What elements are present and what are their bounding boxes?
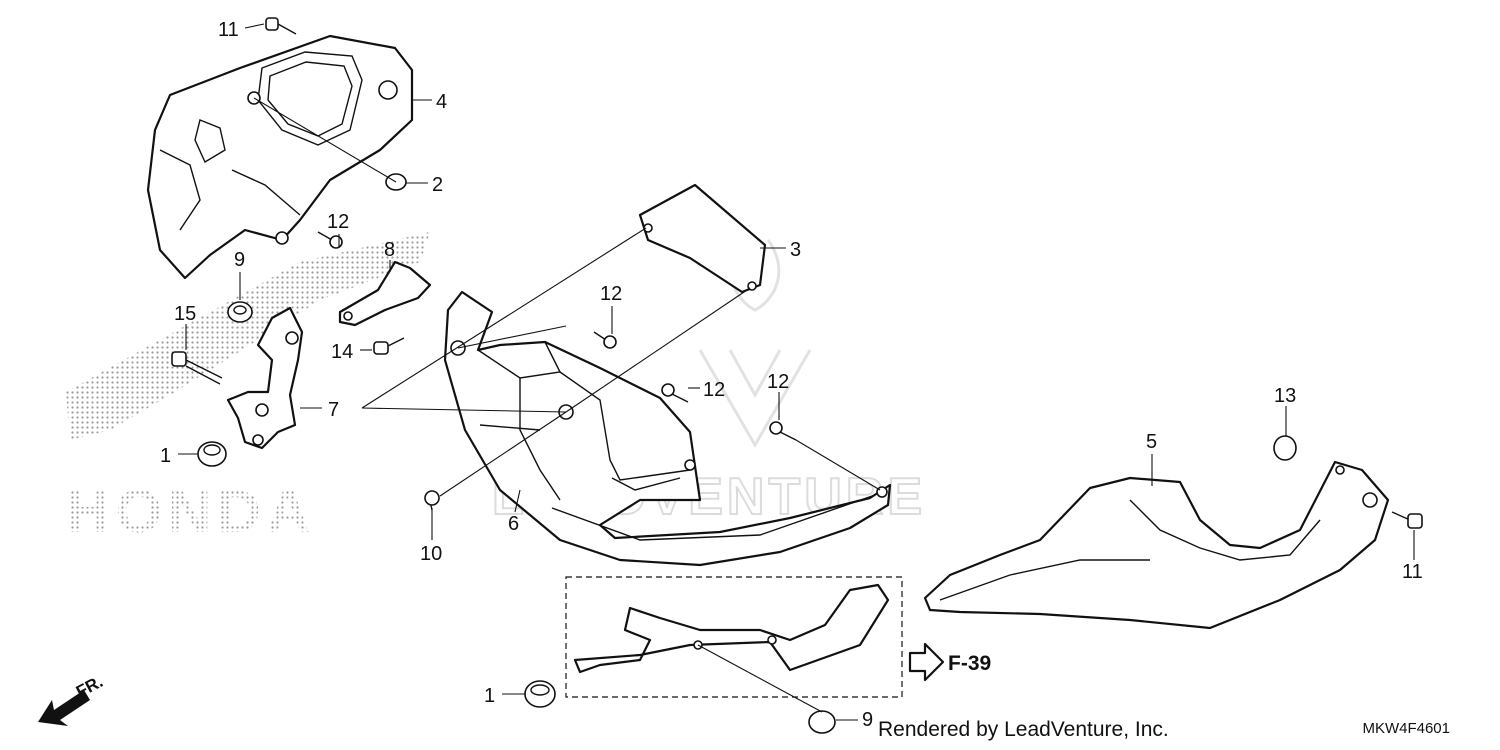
leader-lines: [178, 23, 1415, 721]
screw-12-c[interactable]: [661, 383, 689, 403]
part-7-stay[interactable]: [226, 306, 304, 450]
callout-7[interactable]: 7: [328, 399, 339, 421]
callout-12-a[interactable]: 12: [327, 211, 349, 233]
reference-arrow[interactable]: F-39: [908, 642, 991, 682]
part-5-side-cover[interactable]: [923, 460, 1390, 630]
callout-12-b[interactable]: 12: [600, 283, 622, 305]
bolt-15[interactable]: [171, 351, 223, 385]
callout-11-top[interactable]: 11: [218, 19, 239, 41]
callout-3[interactable]: 3: [790, 239, 801, 261]
screw-12-d[interactable]: [769, 421, 797, 441]
hardware: [171, 17, 1423, 734]
subframe-group: [565, 576, 903, 698]
screw-12-a[interactable]: [317, 231, 343, 249]
screw-10[interactable]: [424, 490, 440, 511]
callout-6[interactable]: 6: [508, 513, 519, 535]
callout-1-left[interactable]: 1: [160, 445, 171, 467]
grommet-1-left[interactable]: [197, 441, 227, 467]
grommet-9-bottom[interactable]: [808, 710, 836, 734]
bolt-11-right[interactable]: [1391, 511, 1423, 529]
part-3-plate[interactable]: [638, 183, 767, 294]
grommet-9-upper[interactable]: [227, 301, 253, 323]
part-4-upper-cowl[interactable]: [146, 34, 414, 280]
callout-15[interactable]: 15: [174, 303, 196, 325]
callout-1-bottom[interactable]: 1: [484, 685, 495, 707]
callout-2[interactable]: 2: [432, 174, 443, 196]
front-arrow-icon: [38, 690, 90, 726]
part-6-lower-cowl[interactable]: [443, 290, 892, 567]
callout-10[interactable]: 10: [420, 543, 442, 565]
callout-9-bottom[interactable]: 9: [862, 709, 873, 731]
screw-12-b[interactable]: [593, 331, 617, 349]
callout-12-c[interactable]: 12: [703, 379, 725, 401]
bolt-14[interactable]: [373, 337, 405, 355]
front-direction: FR.: [38, 672, 106, 726]
callout-8[interactable]: 8: [384, 239, 395, 261]
part-8-bracket[interactable]: [338, 260, 432, 327]
callout-labels: 11 4 2 12 8 9 15 14 7 1 3 12 12 12 10 6 …: [160, 19, 1423, 731]
callout-13[interactable]: 13: [1274, 385, 1296, 407]
grommet-13[interactable]: [1273, 435, 1297, 461]
callout-9-upper[interactable]: 9: [234, 249, 245, 271]
callout-5[interactable]: 5: [1146, 431, 1157, 453]
render-credit: Rendered by LeadVenture, Inc.: [878, 718, 1169, 741]
bolt-11-top[interactable]: [265, 17, 297, 35]
honda-watermark-text: HONDA: [66, 478, 316, 545]
honda-wing-watermark: [66, 232, 430, 440]
diagram-code: MKW4F4601: [1362, 720, 1450, 737]
reference-label: F-39: [948, 652, 991, 675]
callout-11-right[interactable]: 11: [1402, 561, 1423, 583]
grommet-1-bottom[interactable]: [524, 680, 556, 708]
callout-12-d[interactable]: 12: [767, 371, 789, 393]
callout-4[interactable]: 4: [436, 91, 447, 113]
callout-14[interactable]: 14: [331, 341, 353, 363]
